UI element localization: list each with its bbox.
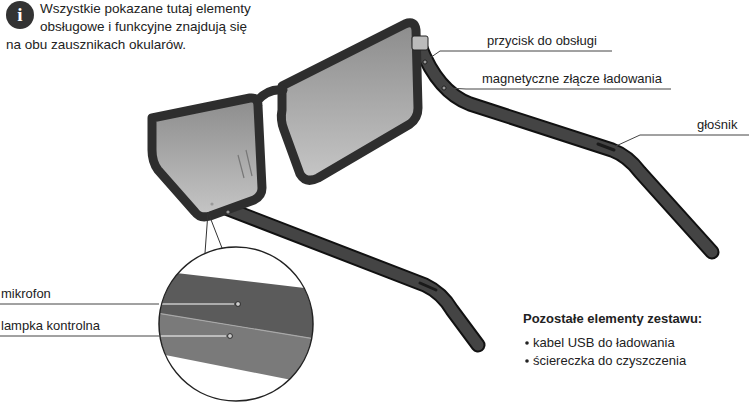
temple-edge [150,312,322,340]
bullet [525,341,529,345]
leader-line [447,88,671,89]
led-dot [228,334,233,339]
bullet [525,359,529,363]
leader-line [0,336,161,337]
leader-line [427,51,612,60]
part-label: lampka kontrolna [1,318,100,334]
mic-dot [236,302,241,307]
temple-outline [420,46,712,252]
info-note: Wszystkie pokazane tutaj elementy obsług… [6,1,251,52]
temple [420,46,712,252]
leader-line [0,304,159,305]
button-dot [423,60,427,64]
part-label: magnetyczne złącze ładowania [482,71,662,87]
leader-line [150,304,234,305]
hinge [412,36,428,50]
button-dot [226,210,229,213]
callout-line [208,212,222,248]
note-box: Wszystkie pokazane tutaj elementy obsług… [6,0,258,54]
lens [152,98,262,217]
mic-dot [210,202,213,205]
callout-line [205,212,208,253]
info-icon [6,1,34,29]
info-icon-letter: i [6,1,34,29]
part-label: przycisk do obsługi [487,33,597,49]
leader-line [150,336,226,337]
part-label: głośnik [697,117,737,133]
list-item: ściereczka do czyszczenia [533,353,686,369]
leader-line [616,135,749,146]
list-item: kabel USB do ładowania [533,335,675,351]
icon-space [6,0,40,34]
part-label: mikrofon [1,286,51,302]
temple-zoom [150,312,322,386]
list-heading: Pozostałe elementy zestawu: [523,311,702,327]
speaker-slot [420,283,436,290]
lens [281,23,418,180]
nose-pad [238,150,252,178]
connector-dot [442,86,446,90]
speaker-slot [598,144,614,150]
magnifier-border [159,247,313,401]
